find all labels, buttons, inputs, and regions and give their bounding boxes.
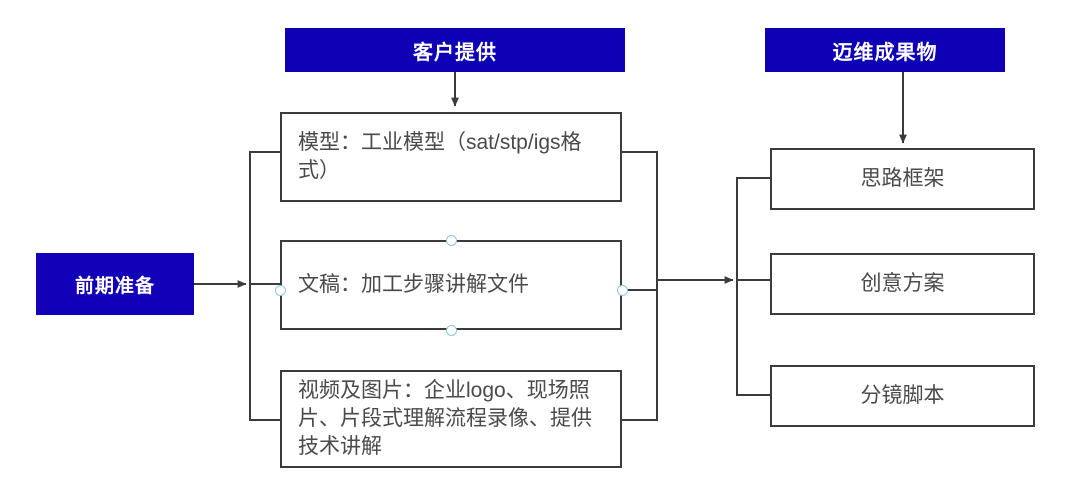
node-client-input-video-photo[interactable]: 视频及图片：企业logo、现场照片、片段式理解流程录像、提供技术讲解 bbox=[280, 370, 622, 468]
node-deliverable-framework[interactable]: 思路框架 bbox=[770, 148, 1035, 210]
node-deliverable-storyboard-label: 分镜脚本 bbox=[860, 384, 945, 408]
node-preparation-label: 前期准备 bbox=[74, 275, 155, 297]
node-client-input-model-label: 模型：工业模型（sat/stp/igs格式） bbox=[298, 131, 582, 182]
header-maiwei-deliverables-label: 迈维成果物 bbox=[832, 41, 938, 64]
node-deliverable-creative-plan[interactable]: 创意方案 bbox=[770, 253, 1035, 315]
node-deliverable-storyboard[interactable]: 分镜脚本 bbox=[770, 365, 1035, 427]
header-client-provides-label: 客户提供 bbox=[413, 41, 497, 64]
header-client-provides[interactable]: 客户提供 bbox=[285, 28, 625, 72]
selection-handle-left[interactable] bbox=[274, 284, 286, 296]
selection-handle-top[interactable] bbox=[445, 234, 457, 246]
node-client-input-model[interactable]: 模型：工业模型（sat/stp/igs格式） bbox=[280, 112, 622, 202]
selection-handle-bottom[interactable] bbox=[445, 324, 457, 336]
header-maiwei-deliverables[interactable]: 迈维成果物 bbox=[765, 28, 1005, 72]
selection-handle-right[interactable] bbox=[616, 284, 628, 296]
bracket-deliverables bbox=[736, 177, 770, 396]
bracket-client-inputs-collect bbox=[622, 151, 658, 421]
node-client-input-document[interactable]: 文稿：加工步骤讲解文件 bbox=[280, 240, 622, 330]
node-client-input-video-photo-label: 视频及图片：企业logo、现场照片、片段式理解流程录像、提供技术讲解 bbox=[298, 379, 592, 458]
node-deliverable-framework-label: 思路框架 bbox=[860, 167, 945, 191]
node-client-input-document-label: 文稿：加工步骤讲解文件 bbox=[298, 273, 529, 297]
node-deliverable-creative-plan-label: 创意方案 bbox=[860, 272, 945, 296]
node-preparation[interactable]: 前期准备 bbox=[36, 253, 194, 315]
